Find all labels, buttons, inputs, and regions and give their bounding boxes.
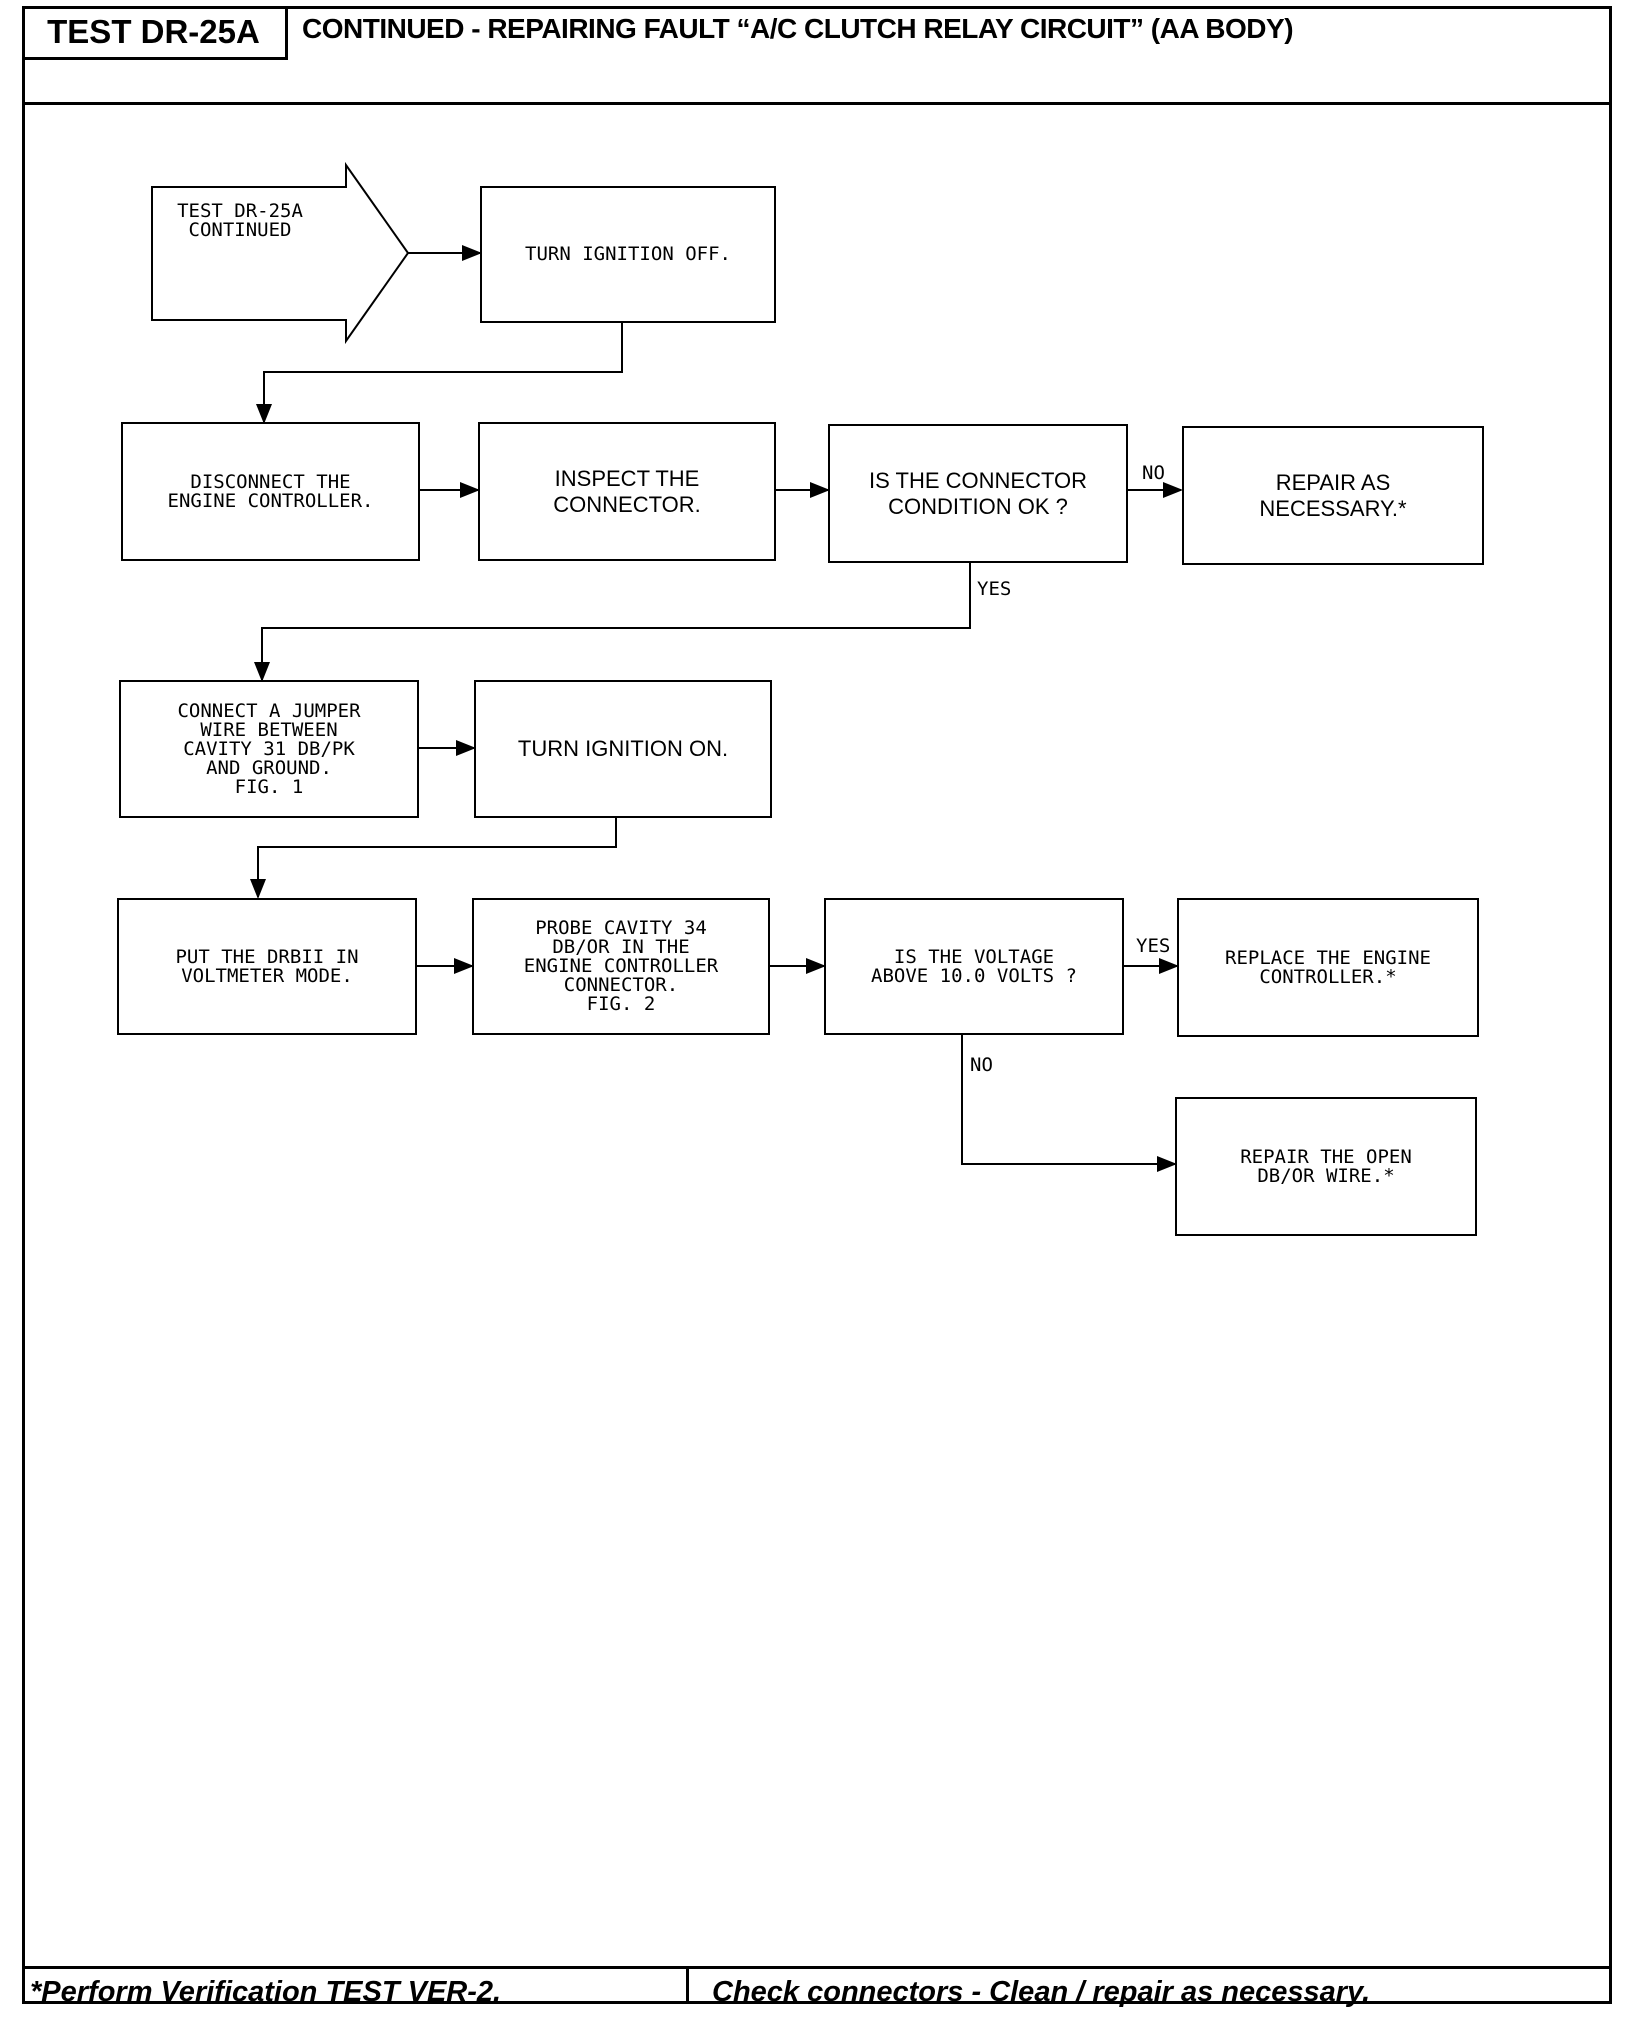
footer-connector-note: Check connectors - Clean / repair as nec…	[712, 1976, 1371, 2008]
yes-label: YES	[977, 578, 1012, 600]
page-title: CONTINUED - REPAIRING FAULT “A/C CLUTCH …	[302, 13, 1294, 44]
voltmeter-mode-box: PUT THE DRBII IN VOLTMETER MODE.	[117, 898, 417, 1035]
turn-ignition-off-box: TURN IGNITION OFF.	[480, 186, 776, 323]
header-divider	[22, 102, 1612, 105]
test-id: TEST DR-25A	[22, 6, 288, 60]
start-label: TEST DR-25A CONTINUED	[177, 200, 303, 241]
connect-jumper-box: CONNECT A JUMPER WIRE BETWEEN CAVITY 31 …	[119, 680, 419, 818]
footer-column-divider	[686, 1966, 689, 2004]
connector-ok-decision-box: IS THE CONNECTOR CONDITION OK ?	[828, 424, 1128, 563]
probe-cavity-box: PROBE CAVITY 34 DB/OR IN THE ENGINE CONT…	[472, 898, 770, 1035]
turn-ignition-on-box: TURN IGNITION ON.	[474, 680, 772, 818]
yes-label-2: YES	[1136, 935, 1171, 957]
start-arrow-shape	[151, 161, 410, 345]
no-label-2: NO	[970, 1054, 993, 1076]
replace-controller-box: REPLACE THE ENGINE CONTROLLER.*	[1177, 898, 1479, 1037]
voltage-decision-box: IS THE VOLTAGE ABOVE 10.0 VOLTS ?	[824, 898, 1124, 1035]
inspect-connector-box: INSPECT THE CONNECTOR.	[478, 422, 776, 561]
disconnect-controller-box: DISCONNECT THE ENGINE CONTROLLER.	[121, 422, 420, 561]
repair-open-wire-box: REPAIR THE OPEN DB/OR WIRE.*	[1175, 1097, 1477, 1236]
footer-verification-note: *Perform Verification TEST VER-2.	[30, 1976, 502, 2008]
no-label: NO	[1142, 462, 1165, 484]
footer-divider	[22, 1966, 1612, 1969]
repair-as-necessary-box: REPAIR AS NECESSARY.*	[1182, 426, 1484, 565]
page-frame	[22, 6, 1612, 2004]
